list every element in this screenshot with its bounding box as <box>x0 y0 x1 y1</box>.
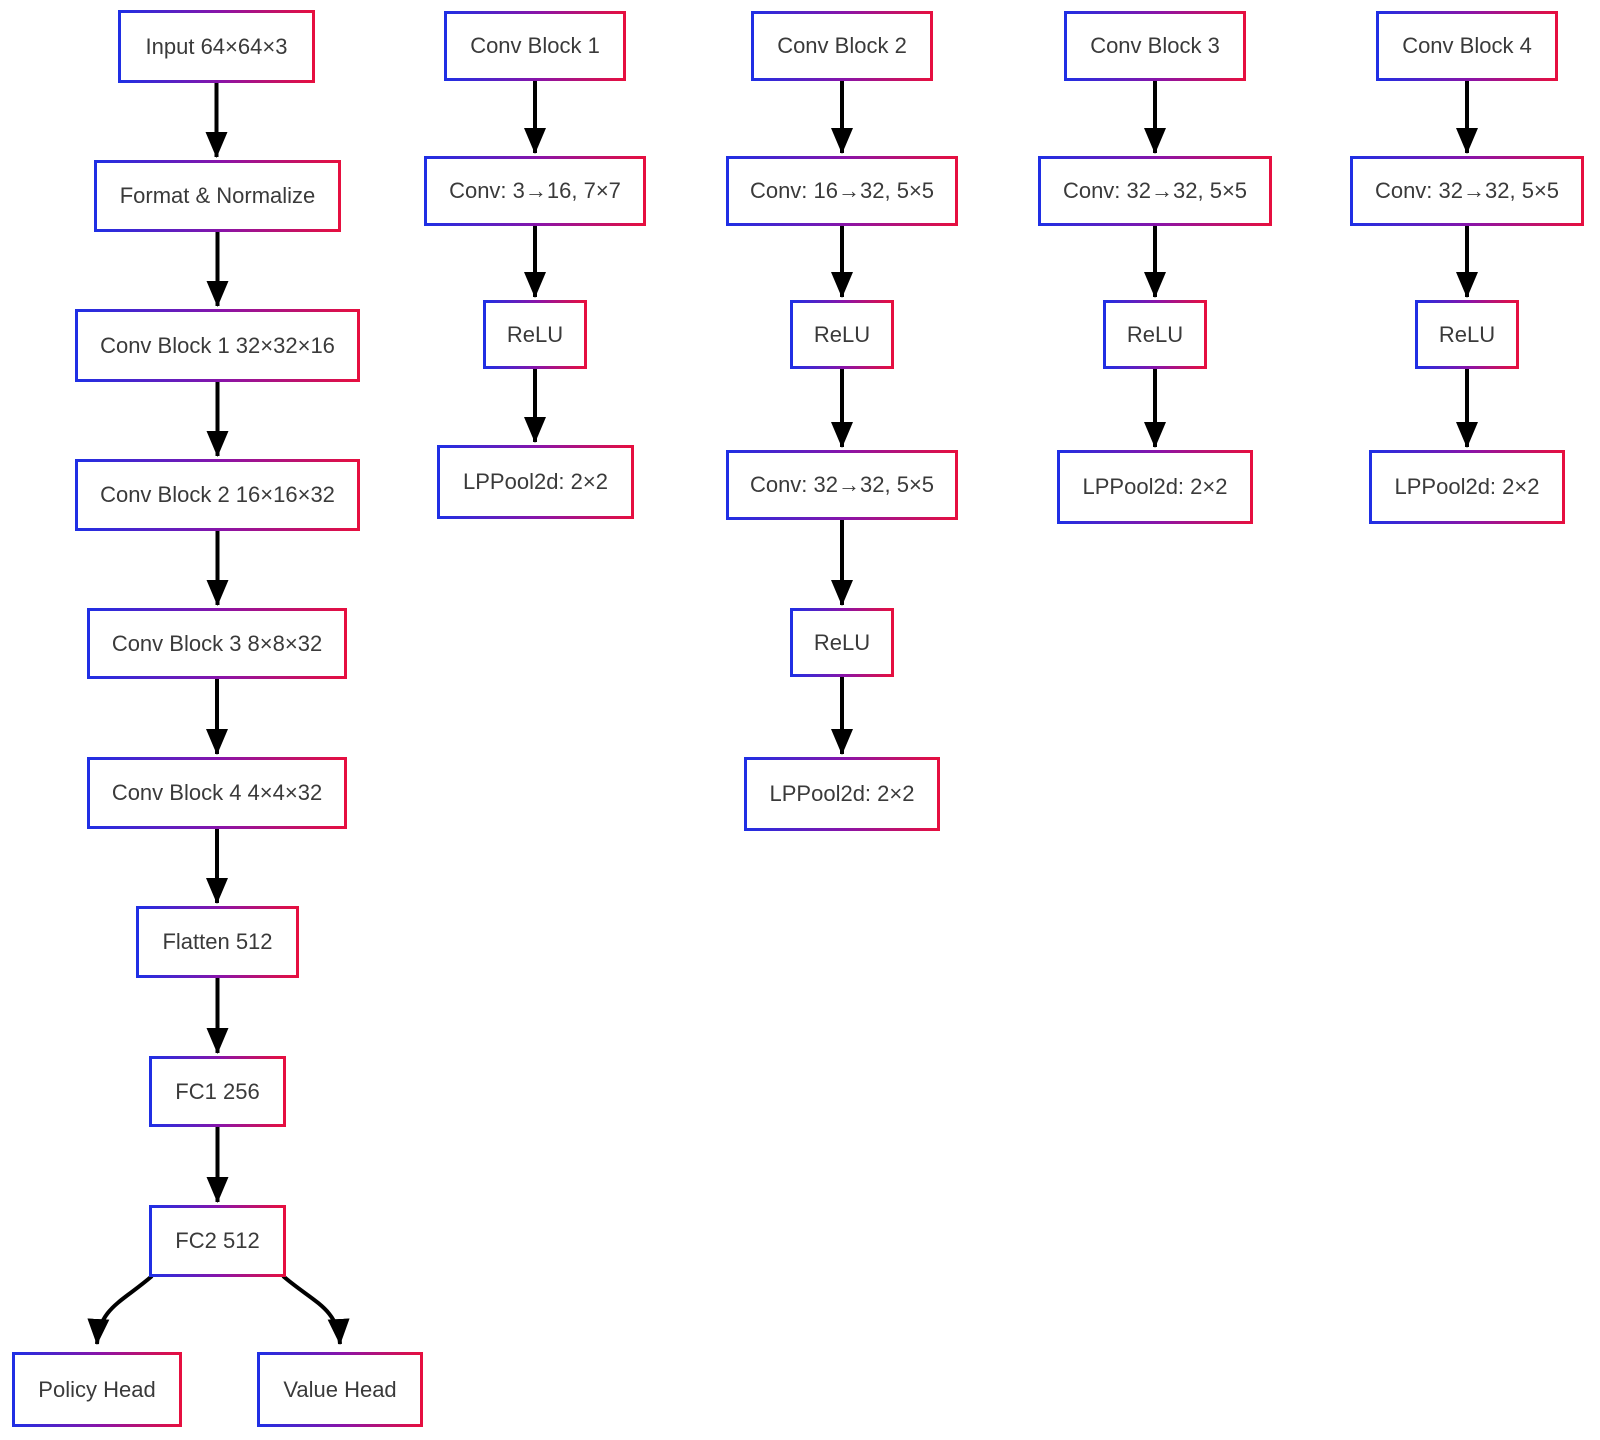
node-fc2: FC2 512 <box>149 1205 286 1277</box>
node-fc1: FC1 256 <box>149 1056 286 1127</box>
node-cb2_conv1: Conv: 16→32, 5×5 <box>726 156 958 226</box>
node-cb3_pool: LPPool2d: 2×2 <box>1057 450 1253 524</box>
node-cb1s: Conv Block 1 32×32×16 <box>75 309 360 382</box>
node-cb2_conv2: Conv: 32→32, 5×5 <box>726 450 958 520</box>
node-policy: Policy Head <box>12 1352 182 1427</box>
node-cb2_relu2: ReLU <box>790 608 894 677</box>
node-value: Value Head <box>257 1352 423 1427</box>
node-cb1_pool: LPPool2d: 2×2 <box>437 445 634 519</box>
node-flatten: Flatten 512 <box>136 906 299 978</box>
node-cb2: Conv Block 2 <box>751 11 933 81</box>
node-cb4_conv: Conv: 32→32, 5×5 <box>1350 156 1584 226</box>
node-format: Format & Normalize <box>94 160 341 232</box>
node-cb3s: Conv Block 3 8×8×32 <box>87 608 347 679</box>
node-input: Input 64×64×3 <box>118 10 315 83</box>
node-cb4: Conv Block 4 <box>1376 11 1558 81</box>
node-cb4_relu: ReLU <box>1415 300 1519 369</box>
node-cb1: Conv Block 1 <box>444 11 626 81</box>
node-cb4_pool: LPPool2d: 2×2 <box>1369 450 1565 524</box>
node-cb1_conv: Conv: 3→16, 7×7 <box>424 156 646 226</box>
arrow-fc2-to-policy <box>87 1274 154 1345</box>
node-cb1_relu: ReLU <box>483 300 587 369</box>
node-cb2s: Conv Block 2 16×16×32 <box>75 459 360 531</box>
node-cb2_relu1: ReLU <box>790 300 894 369</box>
node-cb3: Conv Block 3 <box>1064 11 1246 81</box>
node-cb3_relu: ReLU <box>1103 300 1207 369</box>
node-cb3_conv: Conv: 32→32, 5×5 <box>1038 156 1272 226</box>
node-cb2_pool: LPPool2d: 2×2 <box>744 757 940 831</box>
arrow-fc2-to-value <box>281 1274 350 1345</box>
node-cb4s: Conv Block 4 4×4×32 <box>87 757 347 829</box>
